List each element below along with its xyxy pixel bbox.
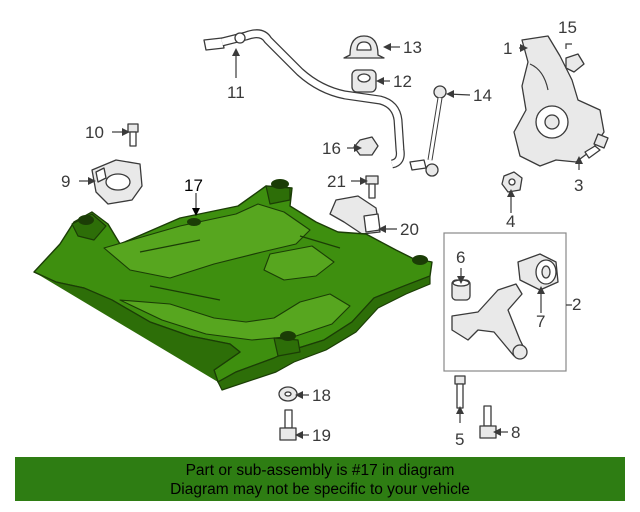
banner-line-1: Part or sub-assembly is #17 in diagram: [185, 462, 455, 479]
banner-line-2: Diagram may not be specific to your vehi…: [170, 481, 470, 498]
crossmember-17-part[interactable]: [33, 179, 433, 391]
bolt-5-part[interactable]: [454, 375, 466, 409]
callout-11: 11: [227, 83, 245, 102]
bolt-10-part[interactable]: [127, 123, 139, 147]
callout-3: 3: [574, 176, 583, 195]
callout-16: 16: [322, 139, 341, 158]
callout-14: 14: [473, 86, 492, 105]
callout-18: 18: [312, 386, 331, 405]
callout-8: 8: [511, 423, 520, 442]
callout-19: 19: [312, 426, 331, 445]
callout-7: 7: [536, 312, 545, 331]
leader-lines: [79, 43, 583, 439]
bolt-8-part[interactable]: [479, 405, 497, 439]
callout-labels: 1 2 3 4 5 6 7 8 9 10 11 12 13 14 15 16 1…: [61, 18, 583, 449]
callout-5: 5: [455, 430, 464, 449]
mount-bracket-9-part[interactable]: [91, 159, 143, 205]
washer-18-part[interactable]: [278, 386, 298, 402]
callout-1: 1: [503, 39, 512, 58]
bolt-3-part[interactable]: [584, 133, 609, 159]
callout-2: 2: [572, 295, 581, 314]
callout-6: 6: [456, 248, 465, 267]
callout-21: 21: [327, 172, 346, 191]
bracket-20-part[interactable]: [329, 195, 381, 235]
cap-part[interactable]: [565, 53, 585, 73]
callout-15: 15: [558, 18, 577, 37]
callout-17: 17: [184, 176, 203, 195]
callout-10: 10: [85, 123, 104, 142]
info-banner: Part or sub-assembly is #17 in diagram D…: [15, 457, 625, 501]
bolt-21-part[interactable]: [365, 175, 379, 199]
stabilizer-bar-part[interactable]: [203, 29, 405, 169]
callout-13: 13: [403, 38, 422, 57]
bushing-part[interactable]: [351, 69, 377, 93]
callout-20: 20: [400, 220, 419, 239]
bolt-19-part[interactable]: [279, 409, 297, 441]
callout-4: 4: [506, 212, 515, 231]
stabilizer-link-part[interactable]: [409, 85, 447, 177]
nut-4-part[interactable]: [501, 171, 523, 193]
parts-diagram: 1 2 3 4 5 6 7 8 9 10 11 12 13 14 15 16 1…: [33, 18, 609, 449]
control-arm-assembly-box[interactable]: [443, 232, 567, 372]
bushing-bracket-part[interactable]: [343, 35, 385, 59]
callout-12: 12: [393, 72, 412, 91]
steering-knuckle-part[interactable]: [513, 35, 605, 167]
callout-9: 9: [61, 172, 70, 191]
